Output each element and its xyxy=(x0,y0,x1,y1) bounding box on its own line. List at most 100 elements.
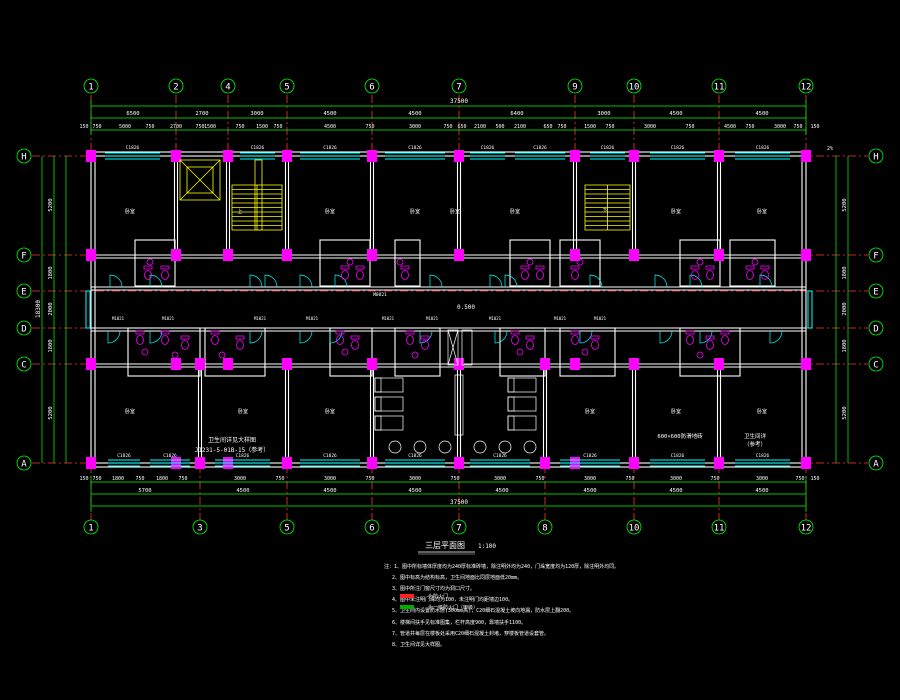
basin xyxy=(141,348,149,356)
basin xyxy=(396,258,404,266)
dim-top-1: 6500 xyxy=(126,111,139,117)
shaft xyxy=(461,329,473,366)
basin xyxy=(696,351,704,359)
shaft xyxy=(447,329,459,366)
legend-text: 为一级防火门（甲级） xyxy=(428,604,478,611)
elevator-shaft xyxy=(179,159,221,201)
dim-top-2: 750 xyxy=(605,124,614,130)
window-label: C1826 xyxy=(671,453,685,459)
axis-bubble-bottom xyxy=(537,519,553,535)
toilet-tank xyxy=(510,330,520,335)
axis-bubble-top xyxy=(220,78,236,94)
dim-bottom-1: 150 xyxy=(79,476,88,482)
chair xyxy=(473,440,487,454)
dim-top-1: 4500 xyxy=(755,111,768,117)
door-swing xyxy=(589,274,603,288)
toilet xyxy=(341,270,349,280)
dim-bottom-1: 3000 xyxy=(234,476,246,482)
toilet xyxy=(746,270,754,280)
room-label: 卧室 xyxy=(585,408,595,415)
bathroom-wall xyxy=(319,239,371,287)
door-swing xyxy=(149,330,163,344)
dim-bottom-1: 1800 xyxy=(156,476,168,482)
toilet xyxy=(136,335,144,345)
column xyxy=(629,358,639,370)
axis-label-right: F xyxy=(873,252,878,262)
toilet xyxy=(721,335,729,345)
dim-top-2: 1500 xyxy=(256,124,268,130)
callout-text: （参考） xyxy=(744,440,766,448)
bathroom-wall xyxy=(679,327,741,377)
toilet-tank xyxy=(180,335,190,340)
dim-bottom-1: 750 xyxy=(178,476,187,482)
column xyxy=(540,457,550,469)
axis-bubble-right xyxy=(868,356,884,372)
door-label: M1021 xyxy=(426,316,439,321)
dim-top-2: 2100 xyxy=(514,124,526,130)
window-label: C1826 xyxy=(163,453,177,459)
axis-label-right: H xyxy=(873,153,878,163)
column xyxy=(714,150,724,162)
bathroom-wall xyxy=(509,239,551,287)
axis-label-bottom: 7 xyxy=(456,524,461,534)
toilet xyxy=(526,340,534,350)
dim-top-2: 750 xyxy=(443,124,452,130)
axis-label-left: H xyxy=(21,153,26,163)
note-line: 8、卫生间详见大样图。 xyxy=(392,641,445,648)
axis-label-right: A xyxy=(873,460,879,470)
toilet-tank xyxy=(745,265,755,270)
dim-bottom-1: 750 xyxy=(625,476,634,482)
toilet-tank xyxy=(355,265,365,270)
door-swing xyxy=(107,330,121,344)
toilet xyxy=(571,335,579,345)
axis-label-left: E xyxy=(21,288,26,298)
table xyxy=(454,374,464,436)
dim-total-top: 37500 xyxy=(450,98,468,105)
axis-bubble-left xyxy=(16,356,32,372)
column xyxy=(570,150,580,162)
windows xyxy=(85,152,813,467)
bed-pillow xyxy=(507,415,515,431)
column xyxy=(195,457,205,469)
column xyxy=(714,358,724,370)
window-label: C1826 xyxy=(408,145,422,151)
axis-bubble-top xyxy=(279,78,295,94)
dim-top-2: 1500 xyxy=(584,124,596,130)
column xyxy=(629,150,639,162)
basin xyxy=(576,258,584,266)
bed xyxy=(374,415,404,431)
dim-right: 2000 xyxy=(842,302,848,315)
room-label: 卧室 xyxy=(510,208,520,215)
bed xyxy=(507,377,537,393)
bathroom-wall xyxy=(329,327,373,377)
axis-bubble-top xyxy=(798,78,814,94)
door-swing xyxy=(264,274,278,288)
toilet xyxy=(686,335,694,345)
dim-top-2: 4500 xyxy=(724,124,736,130)
axis-bubble-top xyxy=(451,78,467,94)
dim-top-2: 150 xyxy=(810,124,819,130)
note-line: 7、管道井每层在楼板处采用C20细石混凝土封堵，穿楼板管道设套管。 xyxy=(392,630,549,637)
plan-scale: 1:100 xyxy=(478,543,496,550)
door-label: M1021 xyxy=(594,316,607,321)
room-label: 卧室 xyxy=(671,208,681,215)
callout-text: 600×600防滑地砖 xyxy=(657,432,703,440)
dim-top-1: 3000 xyxy=(250,111,263,117)
dim-top-1: 4500 xyxy=(669,111,682,117)
column xyxy=(171,358,181,370)
axis-label-left: A xyxy=(21,460,27,470)
window-label: C1826 xyxy=(126,145,140,151)
legend-symbol xyxy=(400,605,414,609)
bathroom-wall xyxy=(134,239,176,287)
axis-label-top: 5 xyxy=(284,83,289,93)
axis-label-top: 10 xyxy=(629,83,640,93)
dim-bottom-2: 4500 xyxy=(495,488,508,494)
toilet-tank xyxy=(340,265,350,270)
note-line: 3、图中所注门窗尺寸均为洞口尺寸。 xyxy=(392,585,475,592)
column xyxy=(570,249,580,261)
dim-top-2: 750 xyxy=(365,124,374,130)
basin xyxy=(346,258,354,266)
door-swing xyxy=(299,274,313,288)
toilet-tank xyxy=(420,335,430,340)
dim-bottom-1: 750 xyxy=(275,476,284,482)
